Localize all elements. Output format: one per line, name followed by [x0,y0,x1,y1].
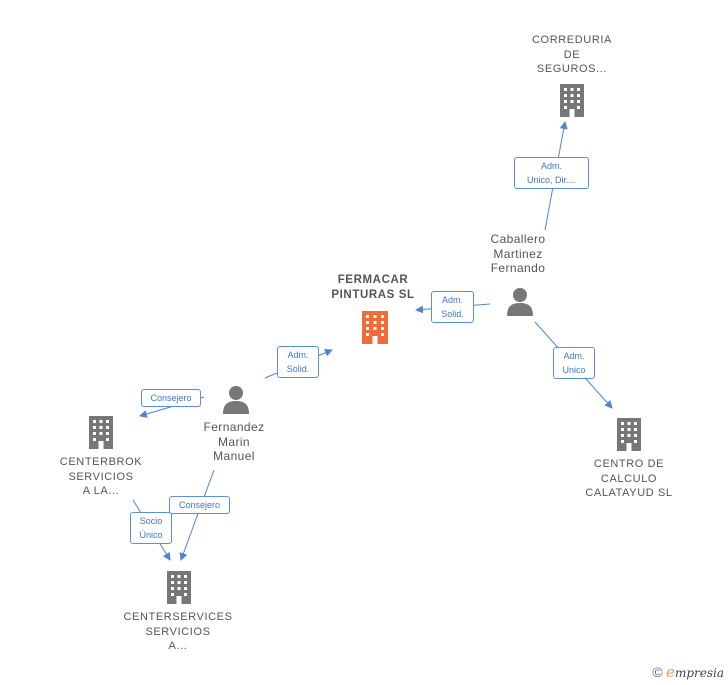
brand-logo-rest: mpresia [674,666,724,680]
person-icon [223,386,249,414]
edge-label-fernandez-fermacar[interactable]: Adm. Solid. [277,346,319,378]
person-icon [507,288,533,316]
node-label-centerbrok[interactable]: CENTERBROK SERVICIOS A LA... [59,456,143,497]
edge-label-fernandez-centerservices[interactable]: Consejero [169,496,230,514]
footer-brand: © empresia [652,663,724,681]
node-label-centro-calculo[interactable]: CENTRO DE CALCULO CALATAYUD SL [585,458,673,499]
edge-label-caballero-correduria[interactable]: Adm. Unico, Dir.... [514,157,589,189]
node-label-fermacar[interactable]: FERMACAR PINTURAS SL [331,274,415,301]
brand-logo-initial: e [666,663,675,681]
node-label-correduria[interactable]: CORREDURIA DE SEGUROS... [532,34,612,75]
edge-label-caballero-centro[interactable]: Adm. Unico [553,347,595,379]
copyright-symbol: © [652,664,663,680]
building-icon [89,416,113,449]
node-label-caballero[interactable]: Caballero Martinez Fernando [490,232,546,275]
edge-label-centerbrok-centerservices[interactable]: Socio Único [130,512,172,544]
building-icon [617,418,641,451]
edge-fernandez-centerservices [179,469,215,561]
edge-label-fernandez-centerbrok[interactable]: Consejero [141,389,201,407]
building-icon [560,84,584,117]
node-label-centerservices[interactable]: CENTERSERVICES SERVICIOS A... [123,611,233,652]
edge-label-caballero-fermacar[interactable]: Adm. Solid. [431,291,474,323]
building-icon [167,571,191,604]
building-icon-main [362,311,388,344]
node-label-fernandez[interactable]: Fernandez Marin Manuel [203,420,265,463]
